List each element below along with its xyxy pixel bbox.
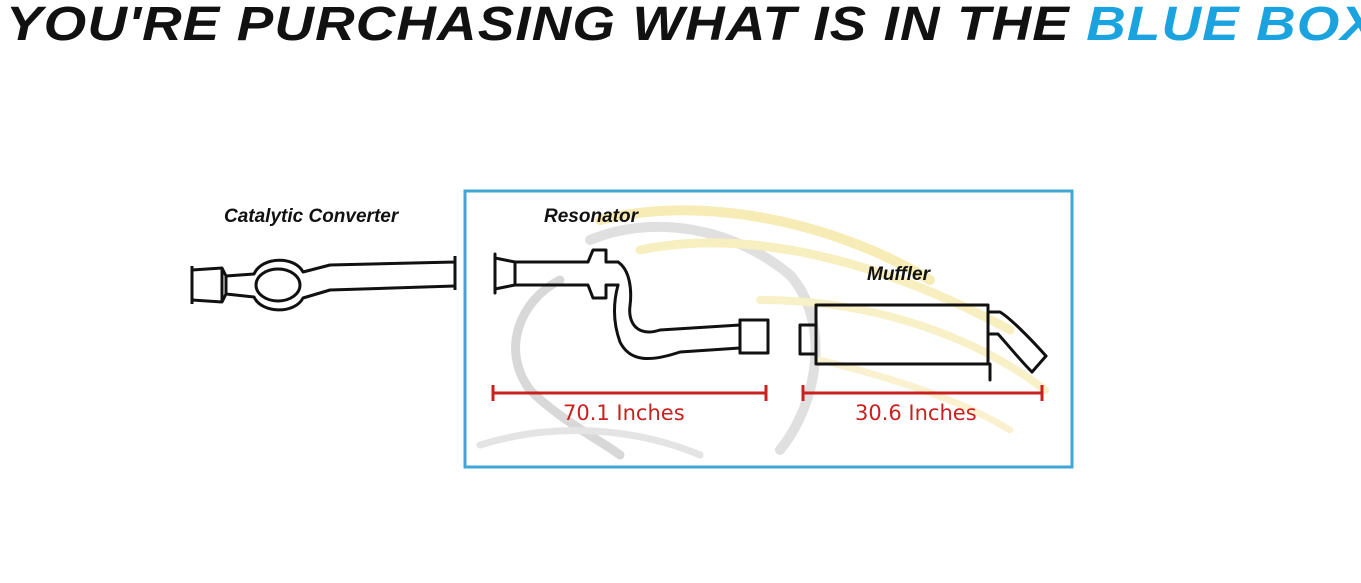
- muffler-length-label: 30.6 Inches: [855, 401, 977, 425]
- horse-head-watermark-icon: [476, 205, 1049, 460]
- page-title-accent: BLUE BOX: [1086, 0, 1361, 51]
- resonator-length-label: 70.1 Inches: [563, 401, 685, 425]
- muffler-measure-bar: [801, 385, 1044, 401]
- resonator-part: [493, 248, 770, 361]
- resonator-measure-bar: [491, 385, 768, 401]
- catalytic-converter-part: [190, 256, 457, 312]
- page-title-main: YOU'RE PURCHASING WHAT IS IN THE: [6, 0, 1087, 51]
- page-title: YOU'RE PURCHASING WHAT IS IN THE BLUE BO…: [6, 0, 1361, 54]
- resonator-label: Resonator: [544, 206, 638, 227]
- muffler-part: [798, 303, 1048, 382]
- purchase-box: [463, 189, 1074, 469]
- catalytic-converter-label: Catalytic Converter: [224, 206, 399, 227]
- muffler-label: Muffler: [867, 264, 930, 285]
